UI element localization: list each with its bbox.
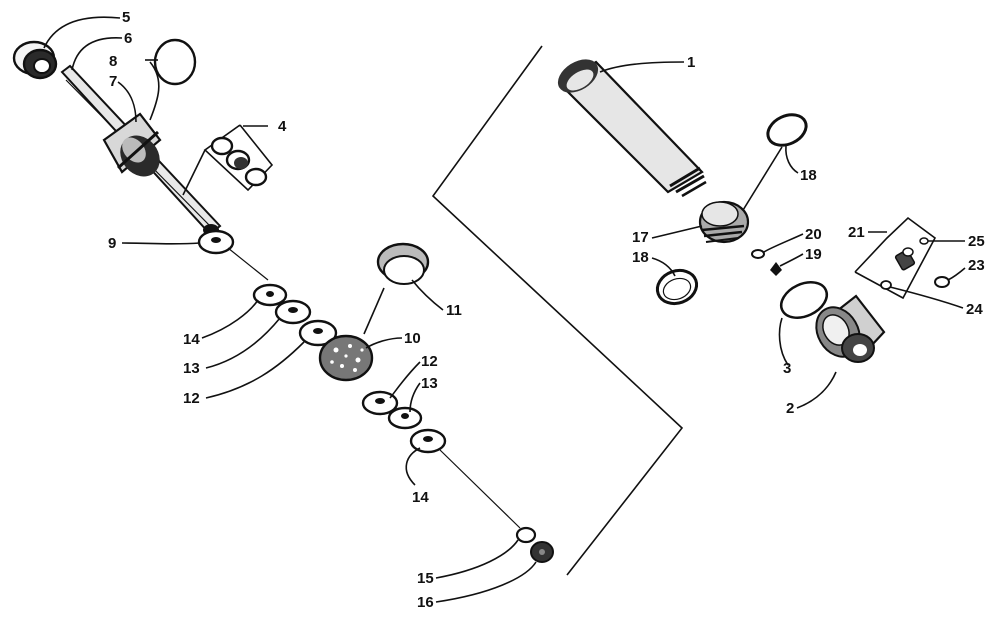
callout-14-lower: 14 [412,489,429,506]
callout-23: 23 [968,257,985,274]
callout-19: 18 [800,167,817,184]
o-ring-3 [779,281,829,319]
collar-part [102,112,162,177]
callout-2: 2 [786,400,794,417]
valve-cap-25 [919,237,929,245]
callout-10: 10 [404,330,421,347]
shaft-assembly [12,38,554,563]
callout-17: 17 [632,229,649,246]
callout-6: 6 [124,30,132,47]
callout-13-lower: 13 [421,375,438,392]
callout-21: 20 [805,226,822,243]
leader-lines [43,16,966,603]
callout-24: 24 [966,301,983,318]
callout-12-lower: 12 [421,353,438,370]
end-housing-2 [815,294,886,363]
callout-4: 4 [278,118,287,135]
kit-4-bracket [182,124,274,196]
callout-16: 16 [417,594,434,611]
callout-1: 1 [687,54,695,71]
ball-20 [770,262,782,276]
callout-22: 21 [848,224,865,241]
callout-9: 9 [108,235,116,252]
callout-7: 7 [109,73,117,90]
callout-12-upper: 12 [183,390,200,407]
kit-22-bracket [854,216,937,300]
washer-15 [515,526,537,544]
valve-fitting [894,247,916,271]
washer-21 [751,249,765,259]
callout-20: 19 [805,246,822,263]
callout-8: 8 [109,53,117,70]
cylinder-assembly [557,59,950,363]
bearing-cap-17 [698,200,750,244]
callout-13-upper: 13 [183,360,200,377]
callout-18: 18 [632,249,649,266]
seal-ring-19 [766,113,808,147]
ball-24 [880,280,892,290]
washer-23 [934,276,950,288]
callout-11: 11 [446,302,462,319]
assembly-bracket-line [431,45,684,576]
callout-14-upper: 14 [183,331,200,348]
split-ring-18 [655,268,699,306]
callout-5: 5 [122,9,130,26]
seal-ring-8 [153,38,197,86]
piston-10 [318,334,374,382]
callout-15: 15 [417,570,434,587]
split-ring-11 [376,242,430,285]
eye-end-part [12,40,58,80]
cylinder-tube-1 [557,59,707,198]
callout-25: 25 [968,233,985,250]
callout-3: 3 [783,360,791,377]
